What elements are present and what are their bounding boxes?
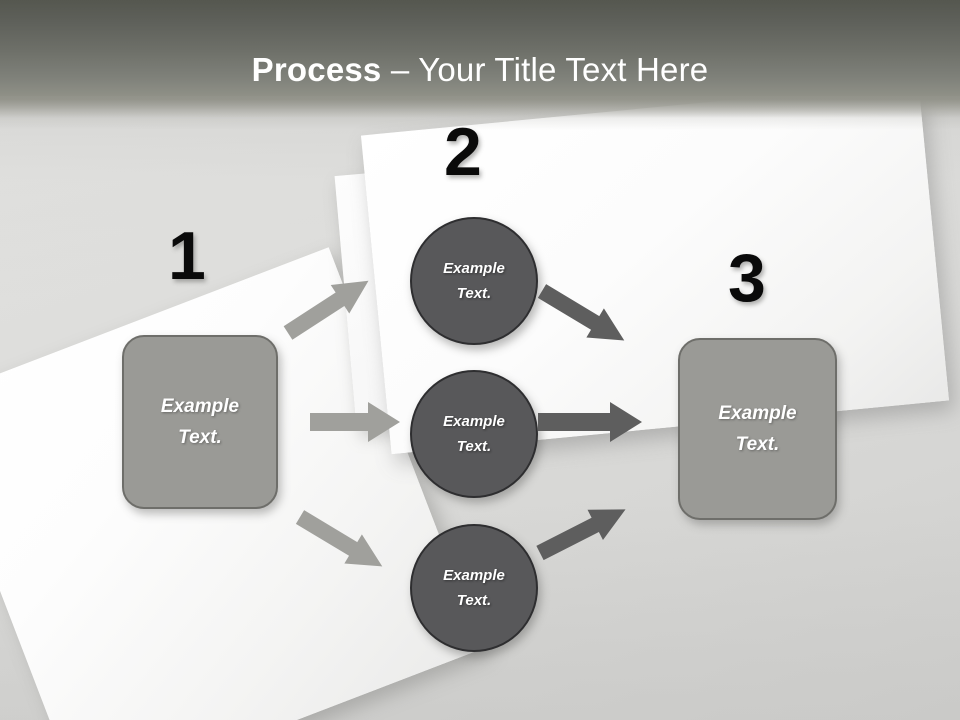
page-title-separator: – [381, 51, 419, 88]
arrow-left-to-bottom-circle[interactable] [295, 503, 410, 573]
step-box-1[interactable]: Example Text. [122, 335, 278, 509]
step-circle-middle-line2: Text. [456, 438, 492, 455]
step-circle-top-line2: Text. [456, 285, 492, 302]
step-circle-middle[interactable]: Example Text. [410, 370, 538, 498]
header-band [0, 0, 960, 118]
step-box-1-line2: Text. [178, 427, 222, 448]
step-number-1: 1 [168, 218, 206, 294]
step-box-3-line1: Example [718, 403, 797, 424]
step-circle-bottom-line2: Text. [456, 592, 492, 609]
arrow-left-to-top-circle[interactable] [283, 278, 398, 348]
arrow-bottom-circle-to-right[interactable] [536, 503, 650, 573]
arrow-mid-circle-to-right[interactable] [538, 400, 646, 444]
step-box-3-line2: Text. [735, 434, 780, 455]
step-circle-top[interactable]: Example Text. [410, 217, 538, 345]
arrow-top-circle-to-right[interactable] [537, 281, 652, 351]
page-title-strong: Process [251, 51, 382, 88]
step-circle-bottom-line1: Example [443, 567, 505, 584]
arrow-icon [295, 510, 383, 567]
header-band-fade [0, 96, 960, 130]
arrow-icon [536, 509, 626, 561]
arrow-icon [283, 280, 369, 340]
step-number-2: 2 [444, 114, 482, 190]
arrow-left-to-mid-circle[interactable] [310, 400, 402, 444]
step-circle-middle-line1: Example [443, 413, 505, 430]
step-box-3[interactable]: Example Text. [678, 338, 837, 520]
arrow-icon [538, 402, 642, 442]
step-number-3: 3 [728, 240, 766, 316]
page-title: Process – Your Title Text Here [0, 50, 960, 90]
step-circle-bottom[interactable]: Example Text. [410, 524, 538, 652]
page-title-light: Your Title Text Here [418, 51, 709, 88]
step-box-1-line1: Example [160, 396, 240, 417]
step-circle-top-line1: Example [443, 260, 505, 277]
arrow-icon [537, 284, 625, 341]
arrow-icon [310, 402, 400, 442]
